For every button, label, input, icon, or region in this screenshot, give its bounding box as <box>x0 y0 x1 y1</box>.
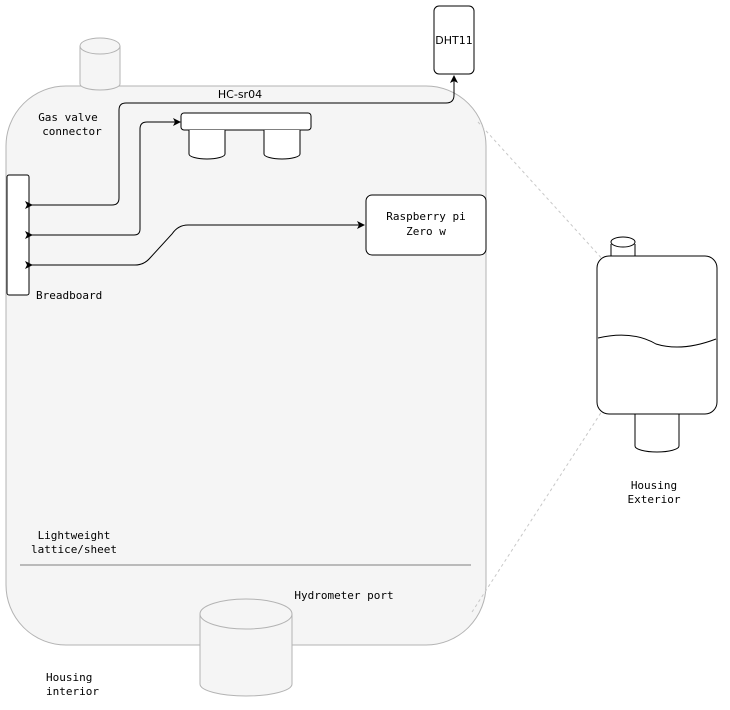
housing-exterior-label-line2: Exterior <box>628 493 681 506</box>
zoom-line-top <box>477 121 606 263</box>
housing-exterior-icon <box>596 236 718 453</box>
gas-valve-label-line1: Gas valve <box>38 111 98 124</box>
breadboard-label: Breadboard <box>36 289 102 302</box>
dht11-box <box>433 5 475 75</box>
hc-sr04-label: HC-sr04 <box>218 88 262 101</box>
breadboard-box <box>6 174 30 296</box>
housing-exterior-label-line1: Housing <box>631 479 677 492</box>
raspberry-pi-label-line1: Raspberry pi <box>386 210 465 223</box>
lattice-label-line1: Lightweight <box>38 529 111 542</box>
lattice-label-line2: lattice/sheet <box>31 543 117 556</box>
housing-interior-shape <box>5 85 487 646</box>
housing-interior-label-line1: Housing <box>46 671 92 684</box>
hydrometer-port-cylinder-icon <box>199 598 293 697</box>
housing-interior-label-line2: interior <box>46 685 99 698</box>
raspberry-connection-line <box>25 221 365 269</box>
raspberry-pi-label-line2: Zero w <box>406 225 446 238</box>
dht11-label: DHT11 <box>435 34 472 47</box>
zoom-line-bottom <box>471 407 605 613</box>
gas-valve-cylinder-icon <box>79 37 121 91</box>
gas-valve-label-line2: connector <box>42 125 102 138</box>
hydrometer-label: Hydrometer port <box>294 589 393 602</box>
